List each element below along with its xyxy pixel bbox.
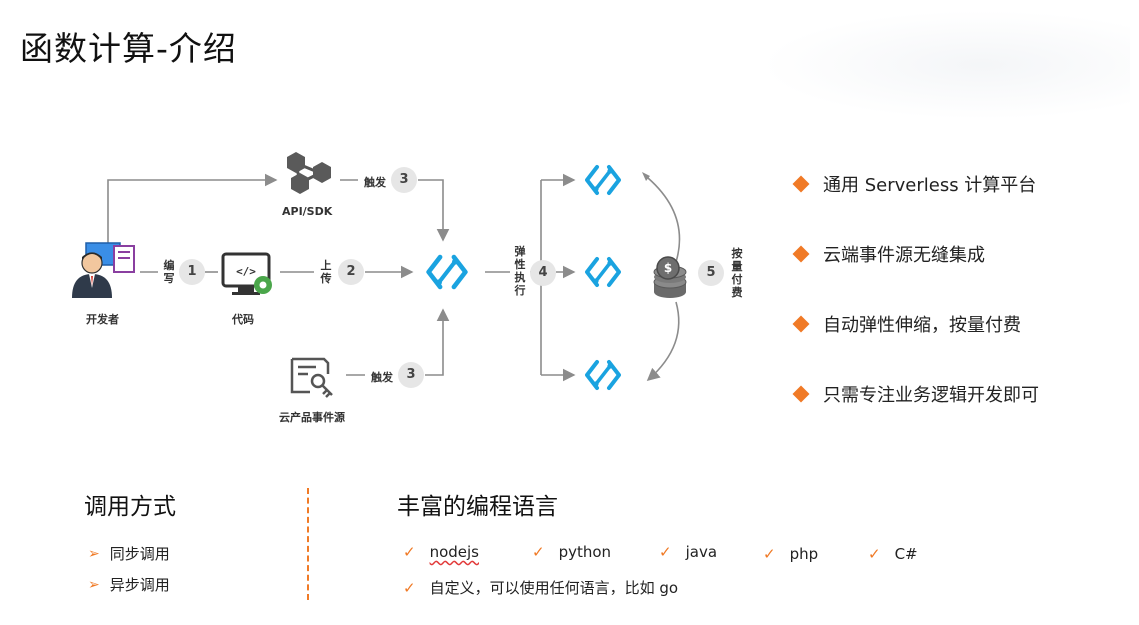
api-sdk-icon	[287, 152, 331, 194]
arrow-bullet-icon: ➢	[88, 545, 100, 562]
edge-label-elastic-exec: 弹性执行	[514, 245, 526, 297]
background-glare	[760, 10, 1130, 120]
check-icon: ✓	[403, 578, 416, 597]
function-compute-icon-middle	[585, 257, 621, 287]
api-sdk-label: API/SDK	[282, 205, 333, 218]
language-text: nodejs	[429, 543, 479, 561]
diamond-bullet-icon	[792, 315, 810, 333]
language-item: ✓ python	[532, 543, 611, 561]
cloud-event-source-label: 云产品事件源	[279, 411, 345, 424]
invocation-item: ➢ 异步调用	[88, 574, 170, 595]
language-text: php	[789, 545, 819, 563]
language-item: ✓ php	[763, 545, 818, 563]
section-divider	[307, 488, 309, 600]
check-icon: ✓	[659, 543, 672, 561]
feature-item: 自动弹性伸缩，按量付费	[792, 311, 1021, 337]
step-badge-3-top: 3	[391, 167, 417, 193]
function-compute-icon-center	[429, 257, 466, 287]
step-badge-5: 5	[698, 260, 724, 286]
function-compute-icon-bottom	[585, 360, 621, 390]
feature-item: 只需专注业务逻辑开发即可	[792, 381, 1039, 407]
step-badge-3-bottom: 3	[398, 362, 424, 388]
step-badge-4: 4	[530, 260, 556, 286]
edge-label-write: 编写	[163, 259, 175, 285]
line-api-to-fc	[418, 179, 450, 242]
svg-text:</>: </>	[236, 265, 256, 278]
language-text: java	[685, 543, 718, 561]
language-text: C#	[894, 545, 918, 563]
check-icon: ✓	[868, 545, 881, 563]
edge-label-pay: 按量付费	[731, 247, 743, 299]
line-cloud-to-fc	[425, 308, 450, 376]
cloud-event-source-icon	[290, 357, 333, 398]
language-item-custom: ✓ 自定义，可以使用任何语言，比如 go	[403, 577, 678, 598]
edge-label-trigger-top: 触发	[364, 176, 386, 189]
feature-item: 通用 Serverless 计算平台	[792, 171, 1036, 197]
language-item: ✓ C#	[868, 545, 918, 563]
feature-text: 自动弹性伸缩，按量付费	[823, 315, 1021, 336]
feature-text: 只需专注业务逻辑开发即可	[823, 385, 1039, 406]
billing-curve	[642, 172, 681, 382]
step-badge-2: 2	[338, 259, 364, 285]
language-item: ✓ nodejs	[403, 543, 479, 561]
page-title: 函数计算-介绍	[20, 29, 237, 68]
invocation-text: 异步调用	[109, 576, 170, 594]
code-icon: </>	[221, 252, 272, 295]
code-label: 代码	[232, 313, 254, 326]
language-custom-text: 自定义，可以使用任何语言，比如 go	[429, 579, 679, 597]
check-icon: ✓	[763, 545, 776, 563]
diamond-bullet-icon	[792, 175, 810, 193]
svg-text:$: $	[664, 261, 672, 275]
function-compute-icon-top	[585, 165, 621, 195]
invocation-title: 调用方式	[84, 494, 176, 520]
step-badge-1: 1	[179, 259, 205, 285]
diamond-bullet-icon	[792, 245, 810, 263]
invocation-text: 同步调用	[109, 545, 170, 563]
diamond-bullet-icon	[792, 385, 810, 403]
feature-text: 通用 Serverless 计算平台	[823, 175, 1037, 196]
languages-title: 丰富的编程语言	[397, 494, 558, 520]
feature-text: 云端事件源无缝集成	[823, 245, 985, 266]
check-icon: ✓	[403, 543, 416, 561]
arrow-bullet-icon: ➢	[88, 576, 100, 593]
check-icon: ✓	[532, 543, 545, 561]
language-item: ✓ java	[659, 543, 717, 561]
edge-label-trigger-bottom: 触发	[371, 371, 393, 384]
feature-item: 云端事件源无缝集成	[792, 241, 985, 267]
developer-label: 开发者	[86, 313, 119, 326]
line-dev-to-api	[107, 173, 278, 244]
edge-label-upload: 上传	[320, 259, 332, 285]
developer-icon	[72, 242, 135, 298]
language-text: python	[558, 543, 612, 561]
coins-icon: $	[653, 256, 687, 298]
invocation-item: ➢ 同步调用	[88, 543, 170, 564]
